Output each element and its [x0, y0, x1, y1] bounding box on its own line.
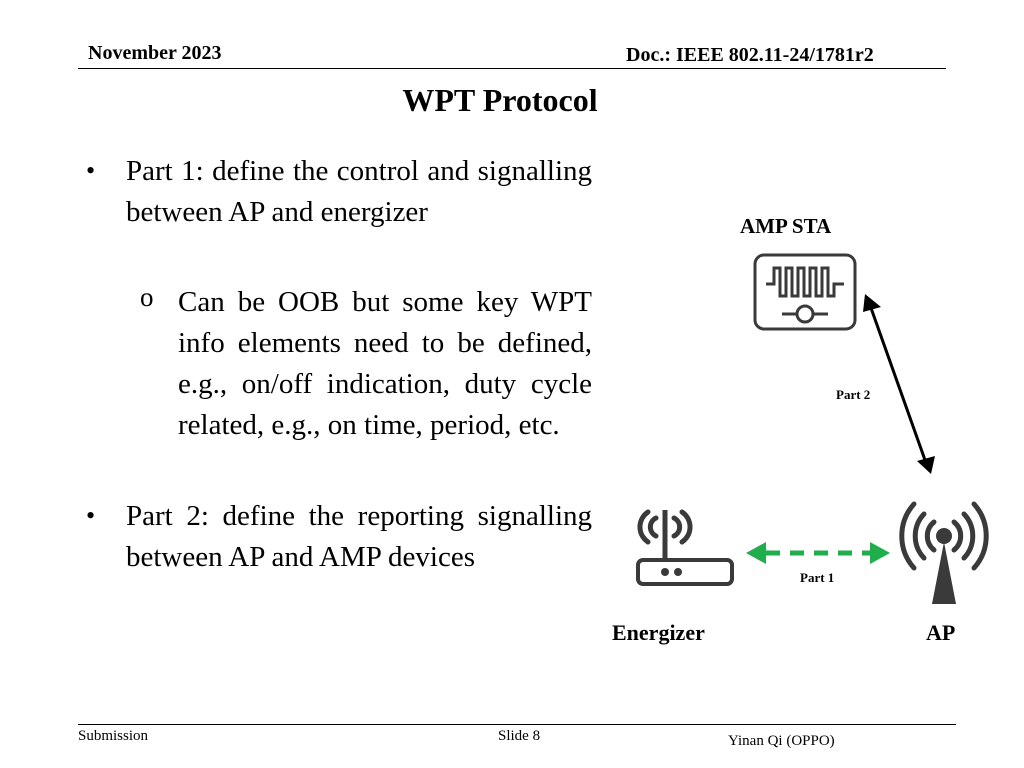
- bullet-marker-2: •: [86, 501, 96, 530]
- part2-label: Part 2: [836, 387, 871, 402]
- part1-arrow: [746, 542, 890, 564]
- footer-author: Yinan Qi (OPPO): [728, 733, 835, 749]
- ap-antenna-icon: [899, 501, 989, 604]
- part1-label: Part 1: [800, 570, 835, 585]
- bullet-marker-1: •: [86, 156, 96, 185]
- amp-sta-device-icon: [753, 253, 857, 331]
- footer-submission: Submission: [78, 728, 149, 744]
- header-rule: [78, 68, 946, 69]
- bullet-text-1: Part 1: define the control and signallin…: [126, 155, 592, 228]
- header-date: November 2023: [88, 42, 222, 64]
- sub-bullet-text: Can be OOB but some key WPT info element…: [178, 286, 592, 441]
- bullet-text-2: Part 2: define the reporting signalling …: [126, 500, 592, 573]
- header-doc-id: Doc.: IEEE 802.11-24/1781r2: [626, 44, 874, 66]
- footer-slide-number: Slide 8: [498, 728, 541, 744]
- slide-title: WPT Protocol: [402, 82, 598, 118]
- energizer-label: Energizer: [612, 620, 705, 645]
- sub-bullet-marker: o: [140, 282, 154, 312]
- footer-rule: [78, 724, 956, 725]
- energizer-router-icon: [636, 509, 734, 586]
- ap-label: AP: [926, 620, 956, 645]
- amp-sta-label: AMP STA: [740, 214, 832, 238]
- part2-arrow: [863, 294, 935, 474]
